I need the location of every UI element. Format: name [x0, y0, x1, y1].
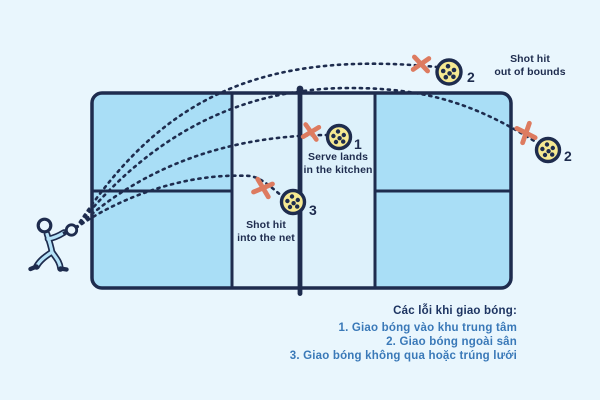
pickleball-icon	[435, 58, 463, 86]
out-of-bounds-label: Shot hit out of bounds	[494, 53, 566, 79]
pickleball-icon	[534, 136, 562, 164]
legend-heading: Các lỗi khi giao bóng:	[393, 305, 517, 317]
legend-item-3: 3. Giao bóng không qua hoặc trúng lưới	[289, 350, 517, 363]
fault-x-icon	[514, 120, 538, 146]
serve-kitchen-label: Serve lands in the kitchen	[303, 151, 373, 177]
paddle-icon	[64, 223, 79, 237]
pickleball-icon	[279, 188, 307, 216]
fault-x-icon	[300, 122, 322, 142]
pickleball-icon	[325, 123, 353, 151]
serving-player-icon	[28, 217, 79, 272]
trajectory-net	[74, 174, 285, 230]
legend-item-2: 2. Giao bóng ngoài sân	[386, 336, 517, 349]
fault-number-3: 3	[309, 202, 317, 218]
legend-item-1: 1. Giao bóng vào khu trung tâm	[338, 322, 517, 334]
net-fault-label: Shot hit into the net	[237, 219, 295, 245]
fault-number-2-right: 2	[564, 148, 572, 164]
fault-legend: Các lỗi khi giao bóng: 1. Giao bóng vào …	[290, 305, 517, 363]
fault-x-icon	[410, 54, 432, 74]
fault-number-2-top: 2	[467, 69, 475, 85]
fault-number-1: 1	[354, 136, 362, 152]
fault-x-icon	[251, 176, 275, 200]
trajectory-out-of-bounds-right	[74, 86, 538, 230]
player-head	[36, 217, 53, 234]
trajectory-out-of-bounds-top	[74, 62, 439, 230]
trajectory-kitchen	[74, 133, 328, 230]
